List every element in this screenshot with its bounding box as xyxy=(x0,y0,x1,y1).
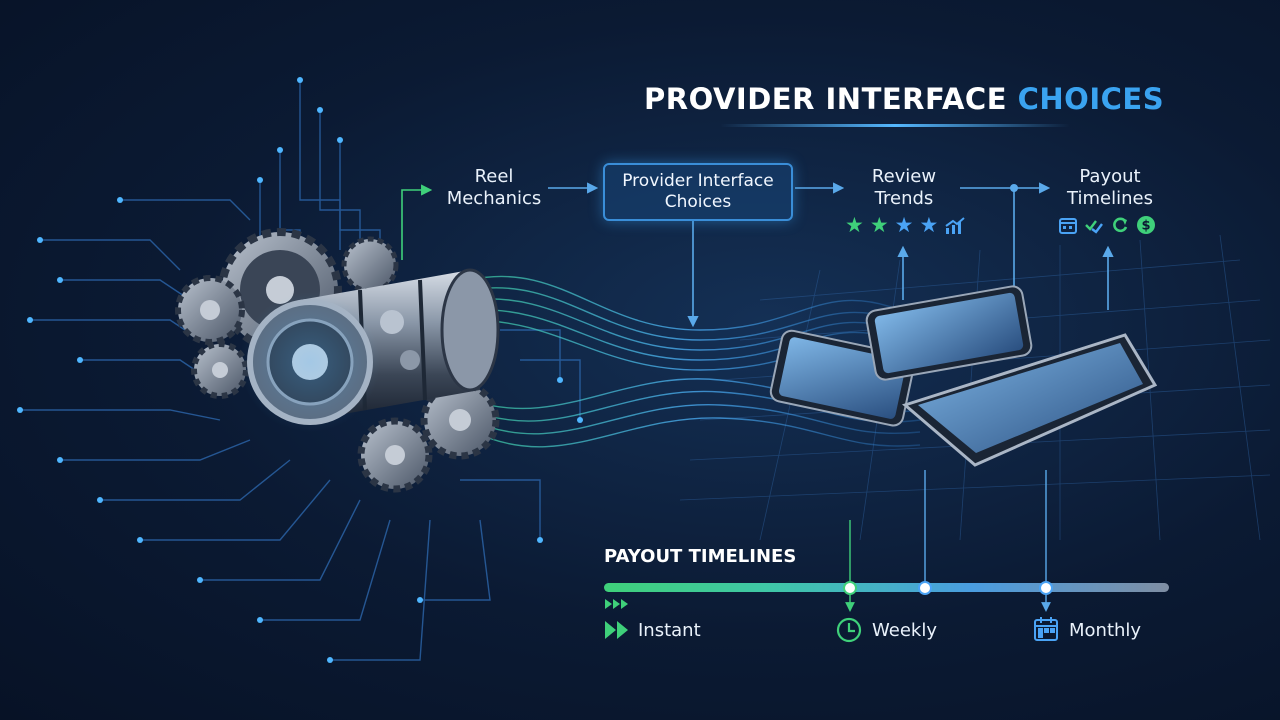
fast-forward-small-icon xyxy=(605,599,628,609)
payout-icons: $ xyxy=(1058,215,1156,235)
fast-forward-icon xyxy=(605,621,628,639)
star-icon: ★ xyxy=(894,214,914,237)
node-review-trends: Review Trends xyxy=(871,166,937,209)
gear-cluster-icon xyxy=(175,228,500,493)
circuit-traces xyxy=(20,80,581,661)
circuit-nodes xyxy=(17,77,583,663)
calendar-icon xyxy=(1034,617,1058,641)
timeline-bar xyxy=(604,583,1169,592)
node-payout-timelines: Payout Timelines xyxy=(1067,166,1153,209)
calendar-icon xyxy=(1059,218,1077,234)
star-icon: ★ xyxy=(919,214,939,237)
svg-text:$: $ xyxy=(1141,219,1150,234)
title-main: PROVIDER INTERFACE xyxy=(644,82,1008,116)
timeline-heading: PAYOUT TIMELINES xyxy=(604,546,797,567)
flow-connectors xyxy=(401,182,1114,328)
check-trend-icon xyxy=(1085,220,1103,234)
reel-cylinder-icon xyxy=(240,268,500,432)
node-provider-interface: Provider Interface Choices xyxy=(603,163,793,221)
timeline-marker xyxy=(918,581,932,595)
star-icon: ★ xyxy=(869,214,889,237)
title-underline xyxy=(720,124,1070,127)
node-reel-mechanics: Reel Mechanics xyxy=(446,166,542,209)
star-icon: ★ xyxy=(845,214,864,237)
refresh-icon xyxy=(1113,217,1128,233)
tablet-icon xyxy=(901,333,1158,467)
node-provider-interface-label: Provider Interface Choices xyxy=(622,171,774,212)
timeline-label-monthly: Monthly xyxy=(1069,620,1142,641)
timeline-marker xyxy=(843,581,857,595)
review-icons: ★ ★ ★ ★ xyxy=(845,215,966,236)
timeline-label-weekly: Weekly xyxy=(872,620,937,641)
timeline-marker xyxy=(1039,581,1053,595)
dollar-icon: $ xyxy=(1137,216,1155,234)
timeline-label-instant: Instant xyxy=(638,620,701,641)
trend-chart-icon xyxy=(945,216,965,234)
page-title: PROVIDER INTERFACE CHOICES xyxy=(644,82,1164,116)
title-accent: CHOICES xyxy=(1017,82,1165,116)
clock-icon xyxy=(836,617,862,643)
smartphone-right-icon xyxy=(865,285,1033,381)
